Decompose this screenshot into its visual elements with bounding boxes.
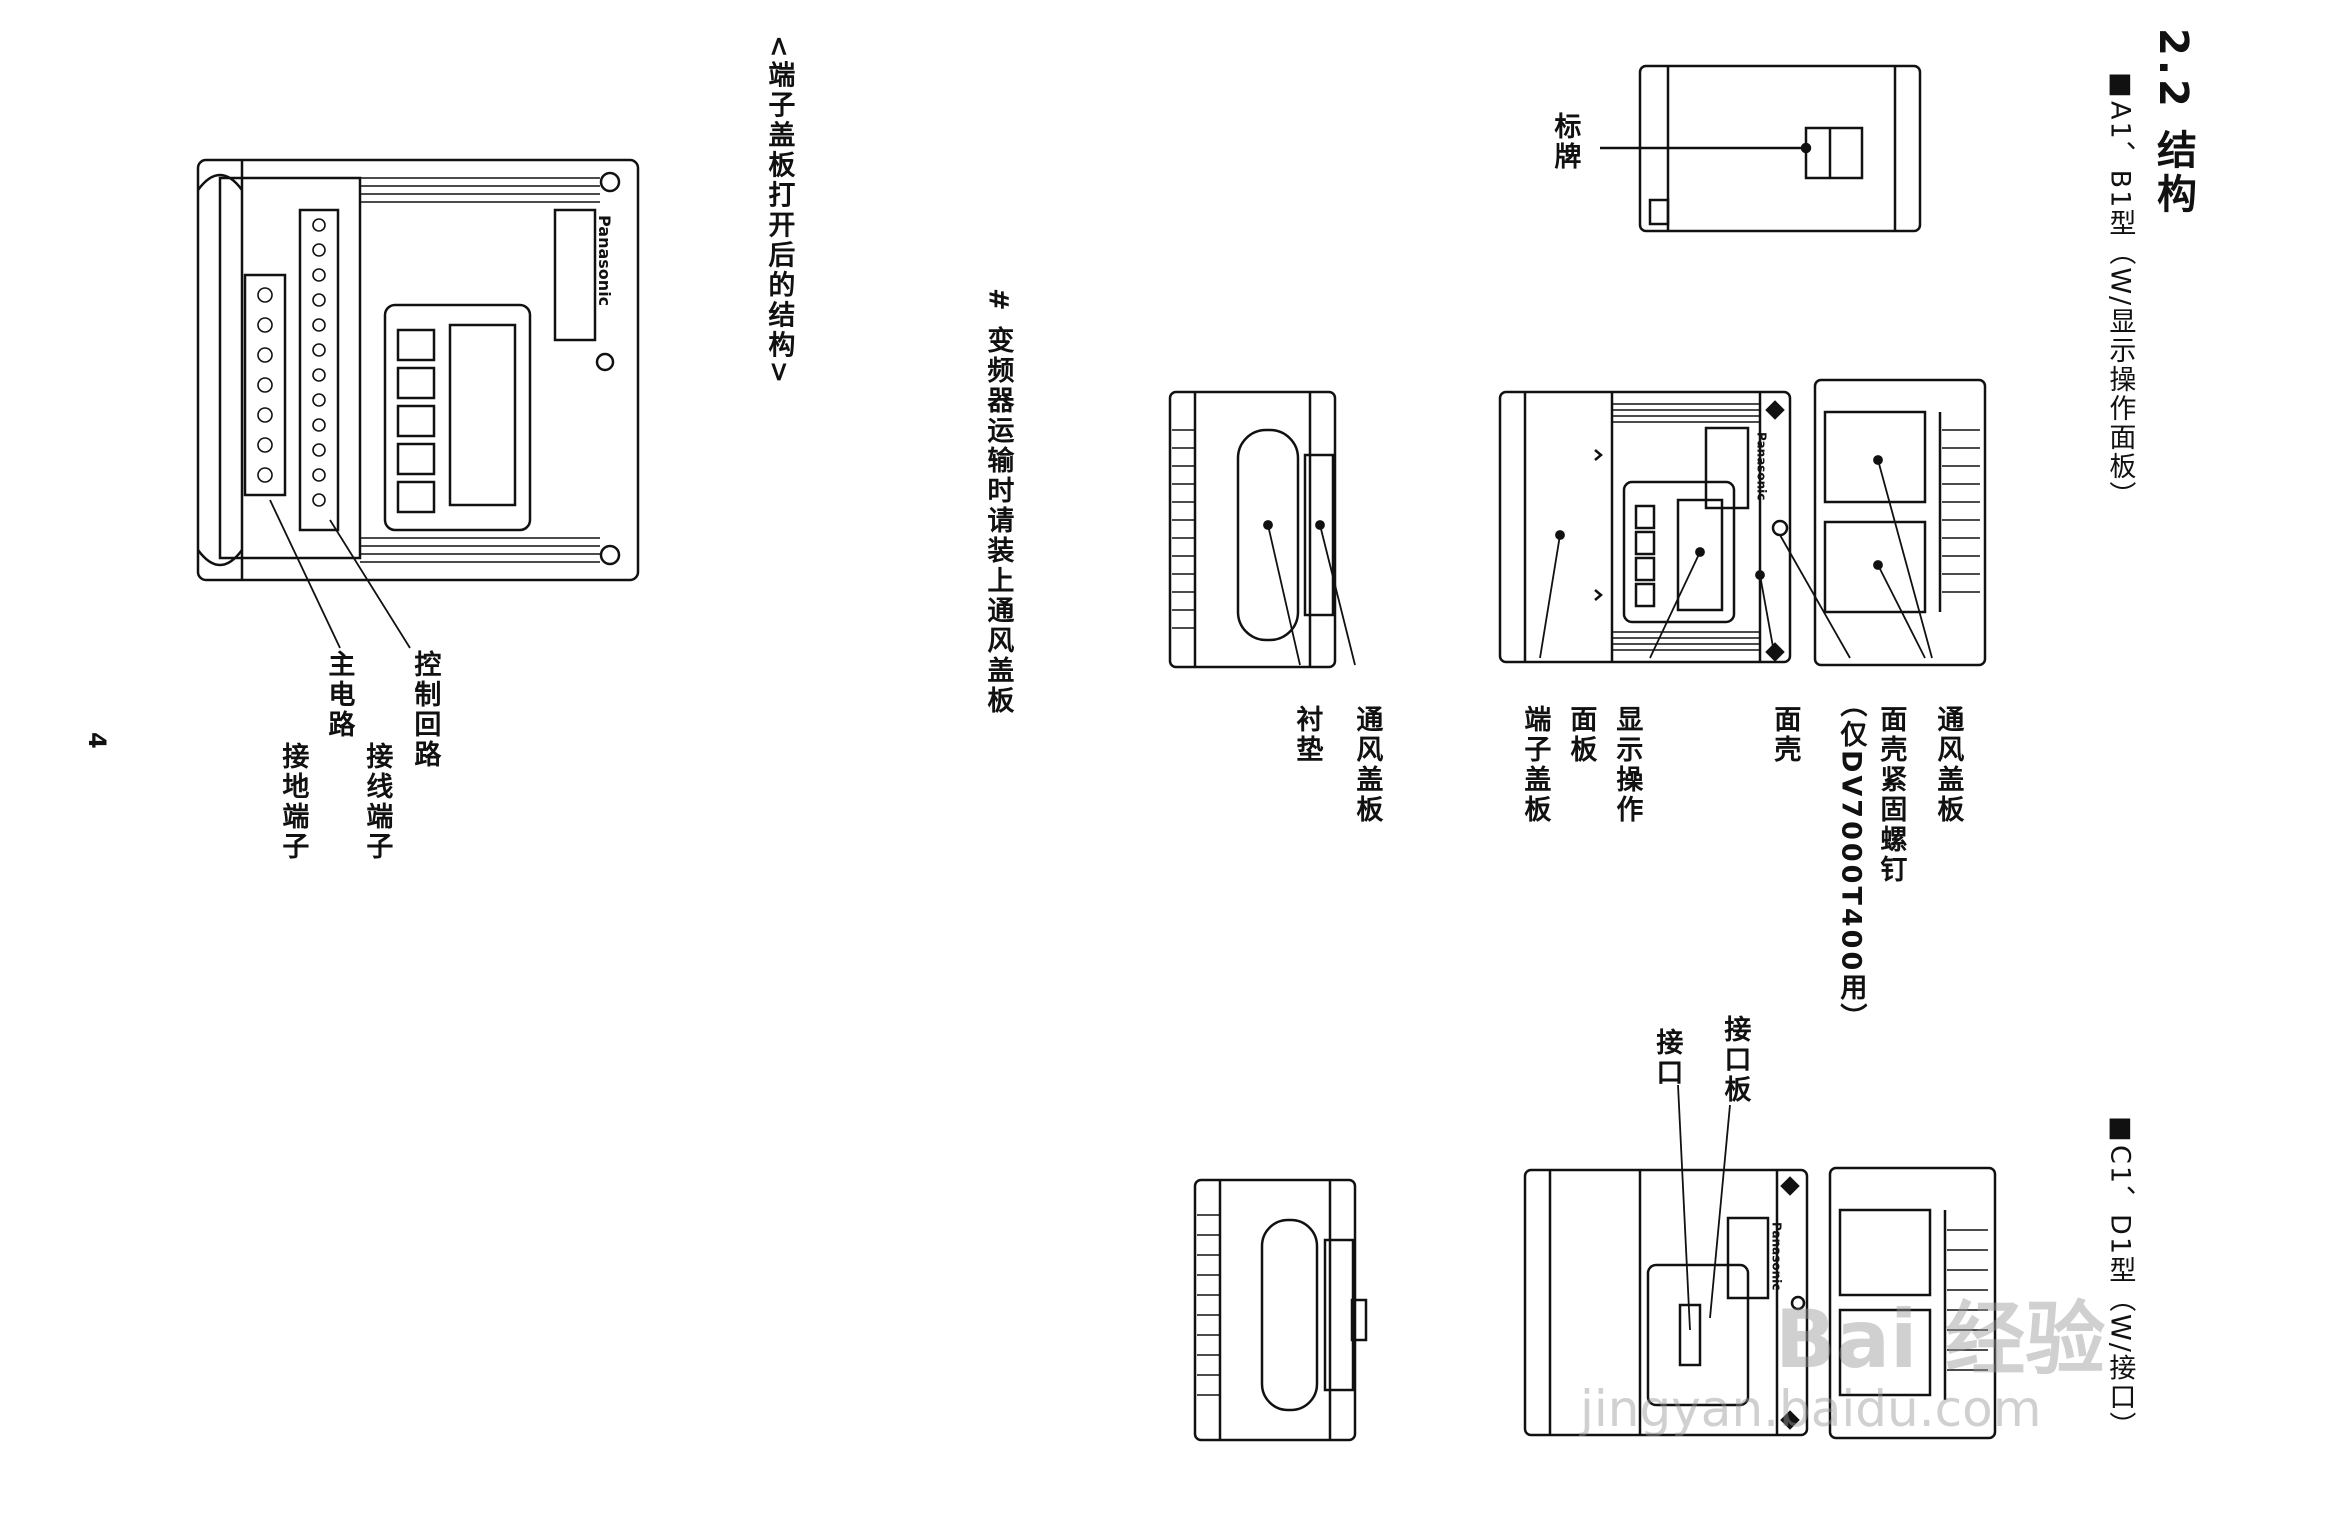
display-panel-label-2: 面板 — [1565, 705, 1597, 765]
watermark-url: jingyan.baidu.com — [1580, 1380, 2042, 1438]
page-number: 4 — [83, 732, 112, 749]
gasket-label: 衬垫 — [1291, 705, 1323, 765]
section-title: 2.2 结构 — [2150, 28, 2196, 217]
shell-screw-note: （仅DV7000T400用） — [1835, 690, 1867, 1034]
control-circuit-label: 控制回路 — [409, 650, 441, 770]
terminal-cover-label: 端子盖板 — [1519, 705, 1551, 825]
display-panel-label: 显示操作 — [1611, 705, 1643, 825]
main-circuit-label: 主电路 — [323, 650, 355, 740]
front-shell-label: 面壳 — [1769, 705, 1801, 765]
top-view-drawing — [1600, 64, 1922, 233]
side-vent-cover-label: 通风盖板 — [1351, 705, 1383, 825]
shipping-note: # 变频器运输时请装上通风盖板 — [982, 288, 1014, 717]
brand-logo-front: Panasonic — [1754, 432, 1769, 501]
terminal-view-drawing — [196, 158, 640, 649]
interface-label: 接口 — [1651, 1028, 1683, 1088]
watermark-logo: Bai 经验 — [1775, 1293, 2106, 1386]
brand-logo-cd-front: Panasonic — [1769, 1222, 1784, 1291]
control-terminal-label: 接线端子 — [361, 742, 393, 862]
model-ab-heading: ■A1、B1型（W/显示操作面板） — [2104, 68, 2136, 511]
side-view-drawing — [1168, 390, 1356, 669]
brand-logo-terminal: Panasonic — [594, 215, 614, 307]
interface-board-label: 接口板 — [1719, 1015, 1751, 1105]
model-cd-heading: ■C1、D1型（W/接口） — [2104, 1112, 2136, 1441]
front-view-drawing — [1498, 378, 1987, 667]
terminal-section-caption: <端子盖板打开后的结构> — [763, 35, 795, 387]
nameplate-label: 标牌 — [1549, 112, 1581, 172]
ground-terminal-label: 接地端子 — [277, 742, 309, 862]
vent-cover-label: 通风盖板 — [1932, 705, 1964, 825]
shell-screw-label: 面壳紧固螺钉 — [1875, 705, 1907, 885]
cd-front-view-drawing — [1523, 1084, 1997, 1440]
cd-side-view-drawing — [1193, 1178, 1368, 1442]
